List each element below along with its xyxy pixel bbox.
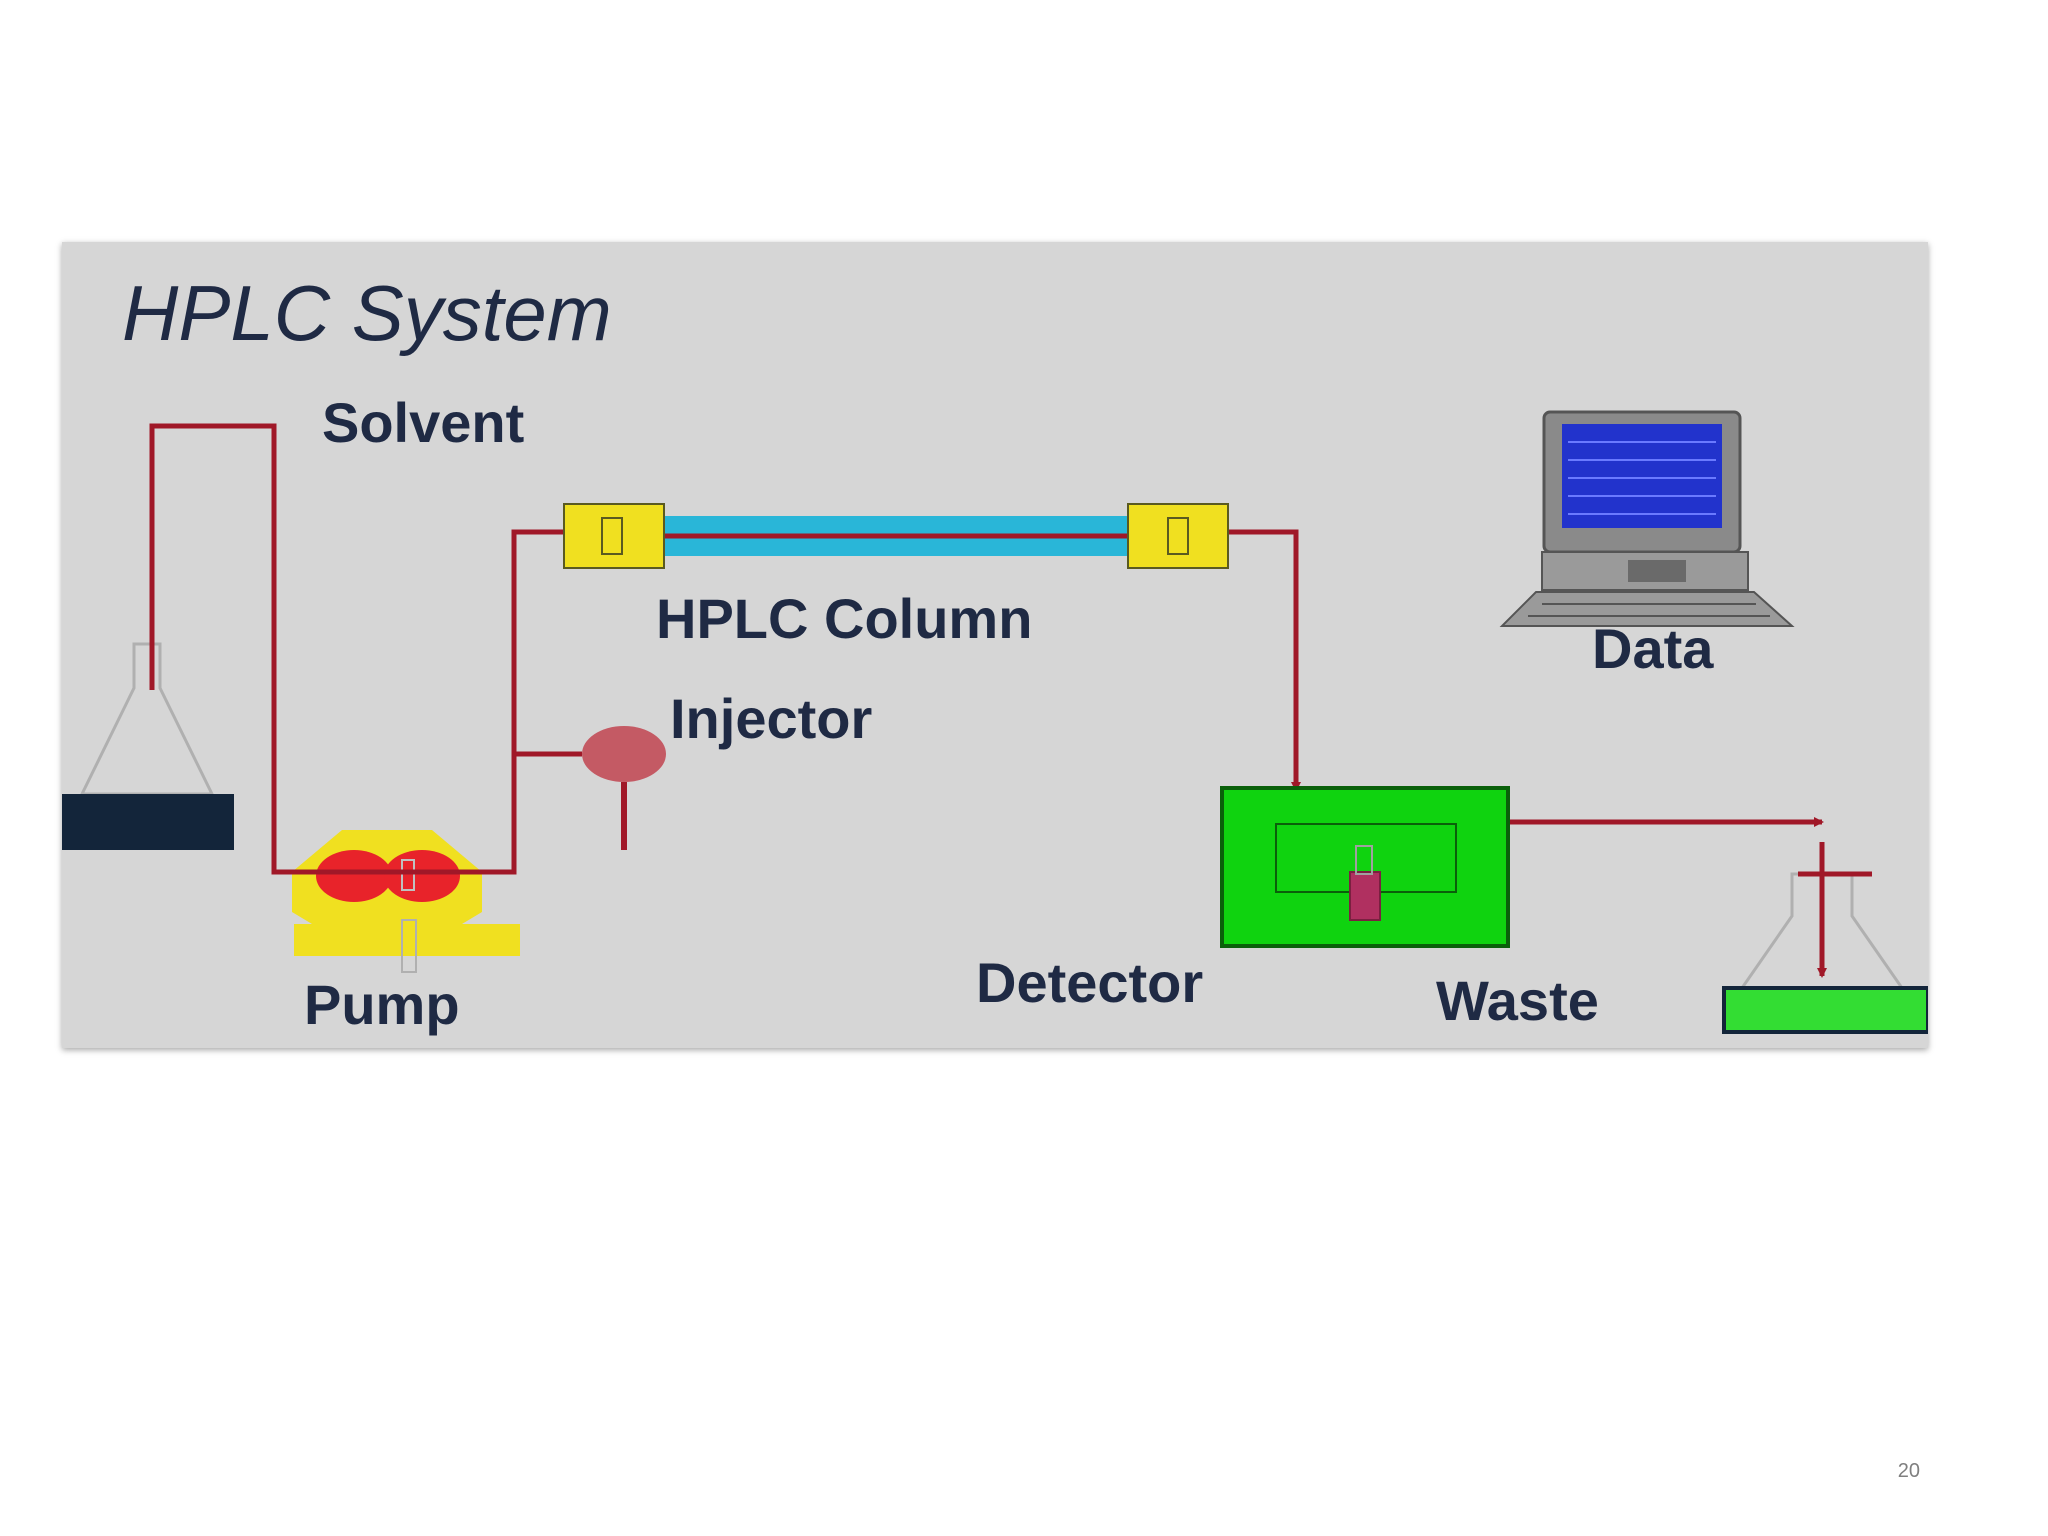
column-inlet-fitting (563, 503, 665, 569)
pump-icon (274, 830, 520, 973)
hplc-column-icon (563, 503, 1229, 569)
solvent-base (62, 794, 234, 850)
hplc-column-label: HPLC Column (656, 587, 1032, 650)
injector-label: Injector (670, 687, 872, 750)
data-label: Data (1592, 617, 1714, 680)
pump-label: Pump (304, 973, 460, 1036)
column-outlet-fitting (1127, 503, 1229, 569)
solvent-label: Solvent (322, 391, 524, 454)
solvent-flask-icon (62, 642, 234, 850)
diagram-title: HPLC System (122, 269, 612, 357)
waste-base (1722, 986, 1928, 1034)
detector-label: Detector (976, 951, 1203, 1014)
hplc-diagram: HPLC System (62, 242, 1928, 1048)
injector-icon (582, 726, 666, 850)
computer-icon (1499, 410, 1795, 627)
detector-icon (1220, 786, 1510, 948)
page-number: 20 (1897, 1460, 1920, 1482)
waste-flask-icon (1722, 871, 1928, 1034)
waste-label: Waste (1436, 969, 1599, 1032)
